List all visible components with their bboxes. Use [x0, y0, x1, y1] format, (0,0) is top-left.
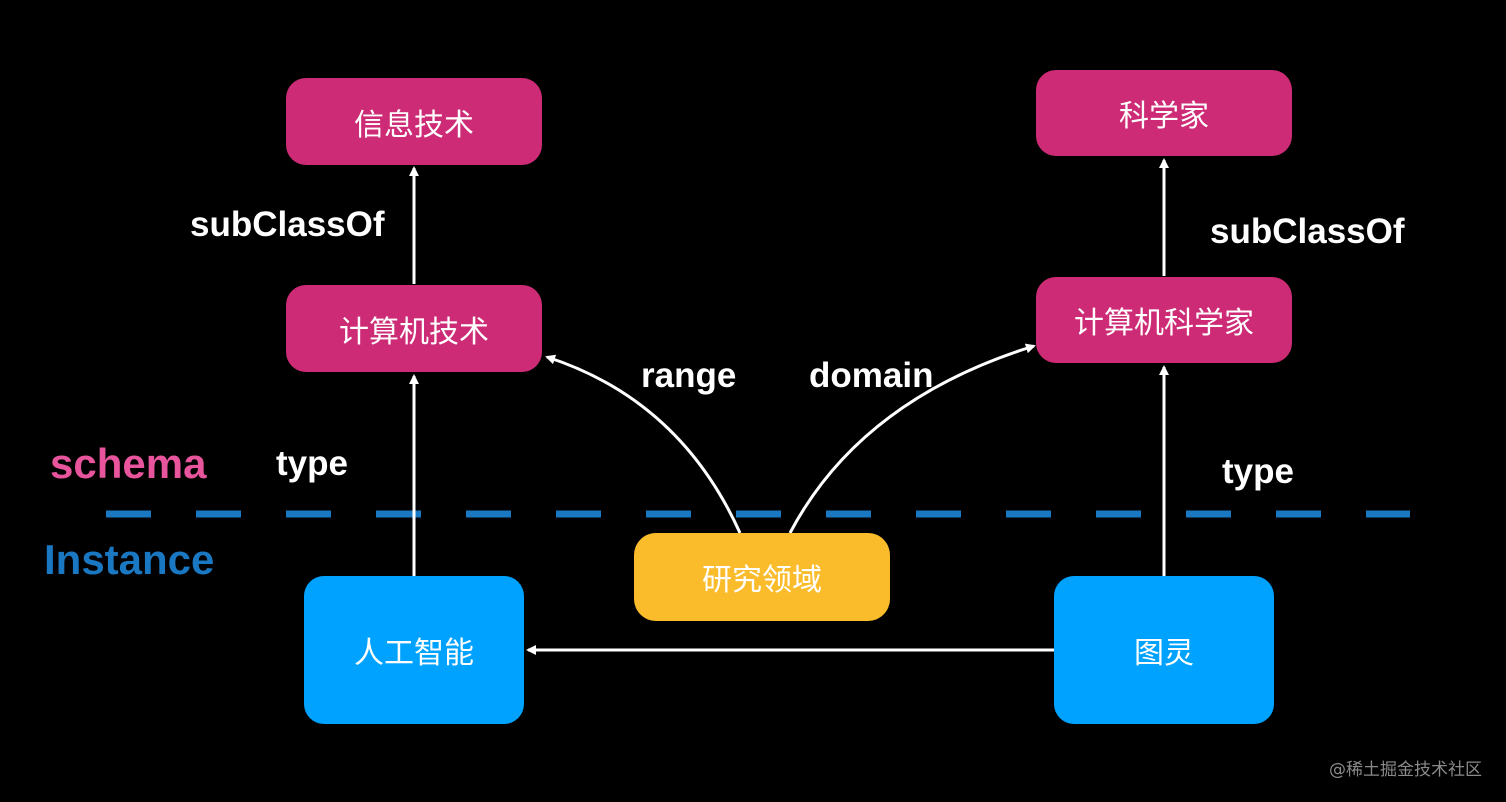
- node-computer-scientist: 计算机科学家: [1036, 277, 1292, 363]
- node-scientist: 科学家: [1036, 70, 1292, 156]
- node-turing: 图灵: [1054, 576, 1274, 724]
- node-computer-scientist-label: 计算机科学家: [1074, 306, 1254, 341]
- edge-label-subclass-right: subClassOf: [1210, 212, 1405, 251]
- node-turing-label: 图灵: [1134, 636, 1194, 671]
- node-info-tech: 信息技术: [286, 78, 542, 165]
- node-computer-tech-label: 计算机技术: [339, 314, 489, 350]
- edge-label-type-left: type: [276, 444, 348, 483]
- edge-range: [545, 354, 742, 534]
- node-research-field: 研究领域: [634, 533, 890, 621]
- node-info-tech-label: 信息技术: [354, 107, 474, 143]
- layer-label-instance: Instance: [44, 536, 215, 583]
- layer-label-schema: schema: [50, 440, 207, 487]
- edge-label-range: range: [641, 356, 737, 395]
- node-research-field-label: 研究领域: [702, 563, 822, 598]
- edge-domain: [788, 343, 1036, 534]
- node-computer-tech: 计算机技术: [286, 285, 542, 372]
- node-ai: 人工智能: [304, 576, 524, 724]
- edge-label-domain: domain: [809, 356, 934, 395]
- node-ai-label: 人工智能: [354, 636, 474, 671]
- edge-label-type-right: type: [1222, 452, 1294, 491]
- edge-label-subclass-left: subClassOf: [190, 205, 385, 244]
- node-scientist-label: 科学家: [1119, 99, 1209, 134]
- watermark: @稀土掘金技术社区: [1329, 760, 1482, 780]
